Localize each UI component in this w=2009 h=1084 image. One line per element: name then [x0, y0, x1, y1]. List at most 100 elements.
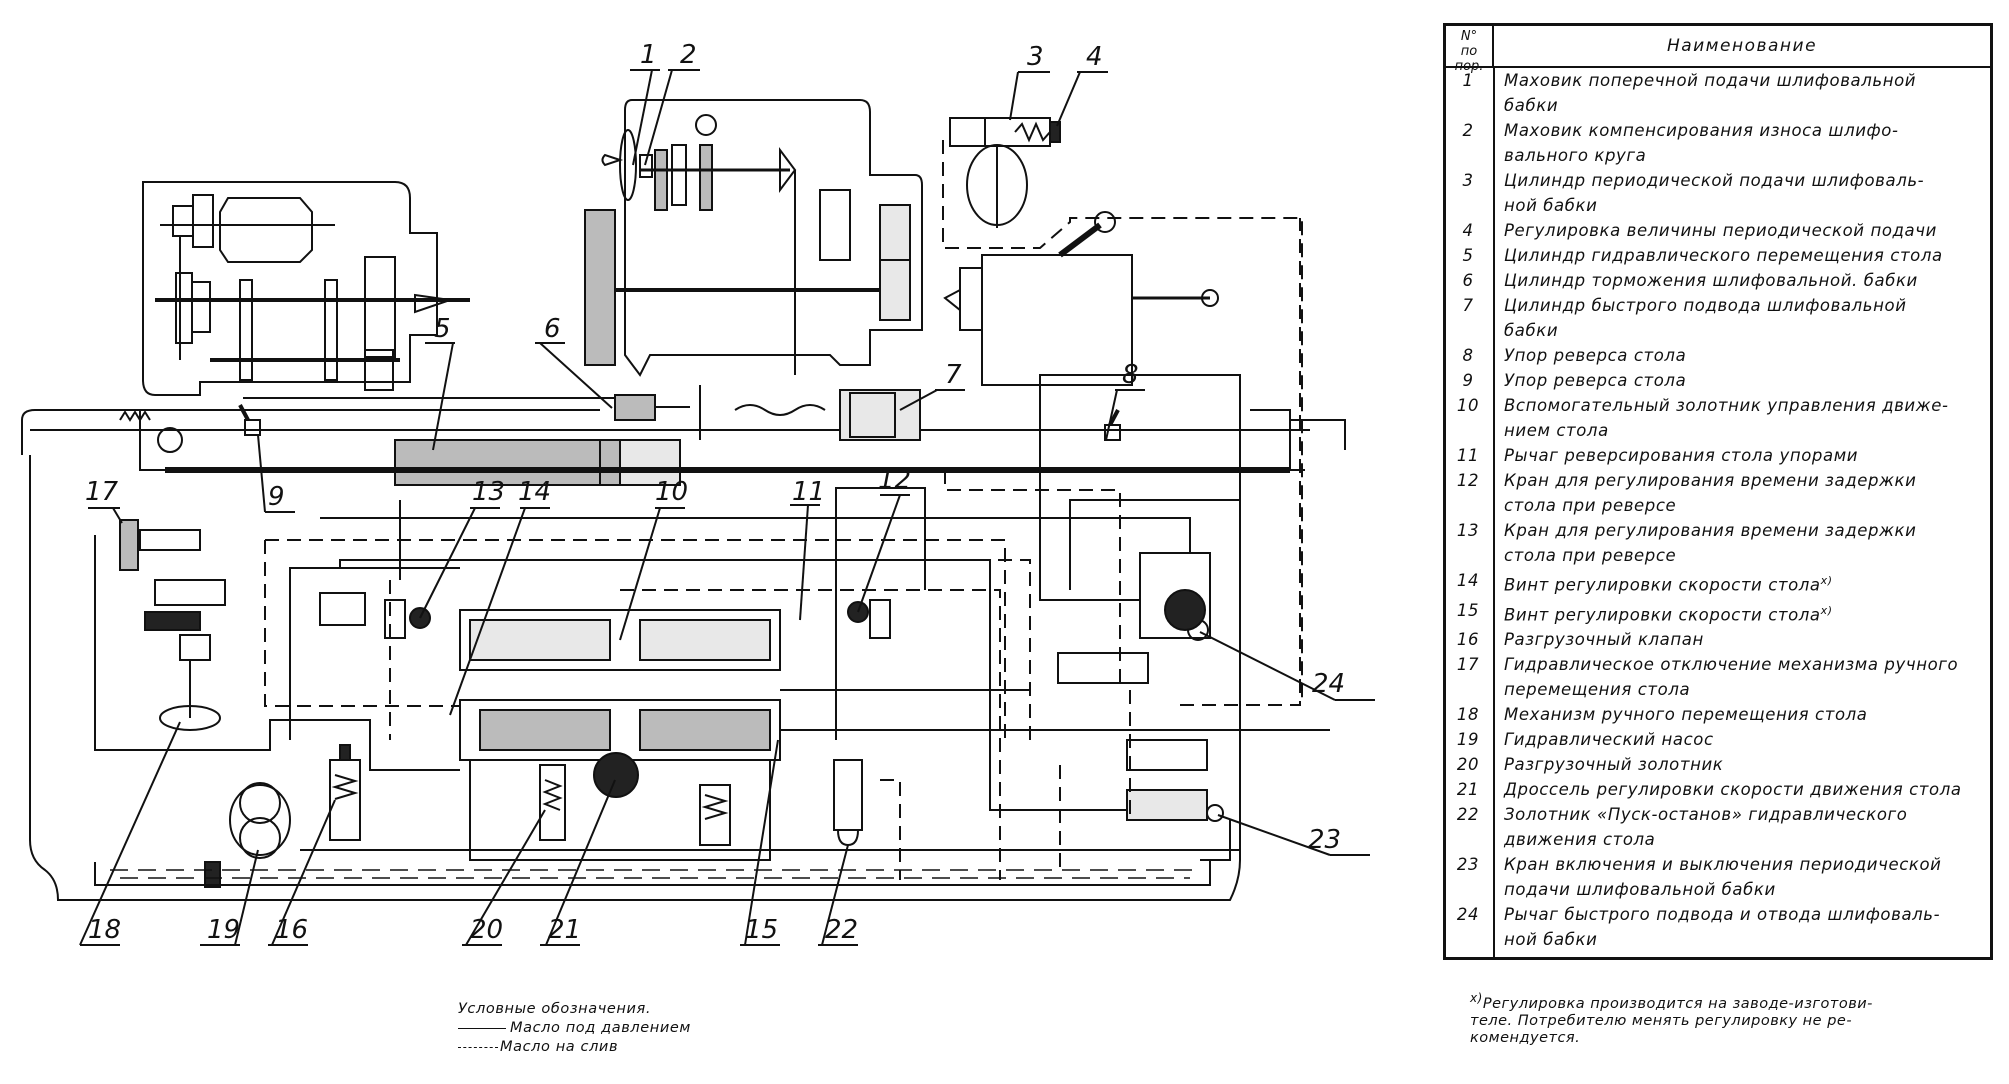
column-divider	[1493, 68, 1495, 957]
row-name: Цилиндр периодической подачи шлифоваль- …	[1494, 168, 1990, 218]
headstock	[142, 181, 650, 399]
oil-reservoir	[29, 455, 1241, 901]
row-number: 13	[1456, 521, 1480, 540]
callout-18: 18	[88, 915, 121, 945]
table-row: 6 Цилиндр торможения шлифовальной. бабки	[1446, 268, 1990, 293]
callout-6: 6	[544, 314, 561, 344]
row-name-text: Механизм ручного перемещения стола	[1504, 705, 1868, 724]
callout-3: 3	[1027, 42, 1044, 72]
callout-7: 7	[945, 360, 962, 390]
pressure-lines	[94, 374, 1330, 861]
row-name: Упор реверса стола	[1494, 368, 1990, 393]
row-number: 14	[1456, 571, 1480, 590]
leader-lines	[79, 69, 1375, 946]
row-name-text: Цилиндр гидравлического перемещения стол…	[1504, 246, 1943, 265]
row-number: 4	[1462, 221, 1474, 240]
row-name: Кран для регулирования времени задержки …	[1494, 518, 1990, 568]
table-row: 24 Рычаг быстрого подвода и отвода шлифов…	[1446, 902, 1990, 952]
legend-title: Условные обозначения.	[458, 1001, 652, 1017]
callout-17: 17	[85, 477, 119, 507]
row-name: Вспомогательный золотник управления движ…	[1494, 393, 1990, 443]
footnote-mark: х)	[1820, 574, 1833, 587]
row-name-text: Упор реверса стола	[1504, 371, 1687, 390]
row-name: Дроссель регулировки скорости движения с…	[1494, 777, 1990, 802]
row-number: 5	[1462, 246, 1474, 265]
hydraulic-panel	[119, 519, 1224, 888]
row-number: 24	[1456, 905, 1480, 924]
callout-10: 10	[655, 477, 688, 507]
row-name-text: Цилиндр периодической подачи шлифоваль- …	[1504, 171, 1925, 215]
row-name-text: Разгрузочный клапан	[1504, 630, 1704, 649]
legend-item-pressure: Масло под давлением	[458, 1019, 691, 1038]
table-row: 13 Кран для регулирования времени задержк…	[1446, 518, 1990, 568]
row-name-text: Маховик поперечной подачи шлифовальной б…	[1504, 71, 1917, 115]
periodic-feed-cylinder	[942, 117, 1303, 700]
row-number: 7	[1462, 296, 1474, 315]
legend-label: Масло на слив	[500, 1039, 619, 1055]
row-name-text: Кран включения и выключения периодическо…	[1504, 855, 1942, 899]
callout-21: 21	[548, 915, 581, 945]
row-number: 8	[1462, 346, 1474, 365]
row-name-text: Регулировка величины периодической подач…	[1504, 221, 1937, 240]
legend-item-drain: Масло на слив	[458, 1038, 691, 1057]
row-number: 1	[1462, 71, 1474, 90]
table-row: 16 Разгрузочный клапан	[1446, 627, 1990, 652]
callout-2: 2	[680, 40, 697, 70]
footnote: х)Регулировка производится на заводе-изг…	[1470, 990, 1990, 1047]
footnote-text: Регулировка производится на заводе-изгот…	[1470, 995, 1873, 1046]
row-name: Рычаг быстрого подвода и отвода шлифовал…	[1494, 902, 1990, 952]
row-name-text: Золотник «Пуск-останов» гидравлического …	[1504, 805, 1908, 849]
callouts: 1 2 3 4 5 6 7 8 9 10 11 12 13 14 15 16 1…	[85, 40, 1345, 945]
row-name: Рычаг реверсирования стола упорами	[1494, 443, 1990, 468]
row-name-text: Дроссель регулировки скорости движения с…	[1504, 780, 1962, 799]
table-rows: 1 Маховик поперечной подачи шлифовальной …	[1446, 68, 1990, 952]
row-number: 17	[1456, 655, 1480, 674]
row-name-text: Рычаг реверсирования стола упорами	[1504, 446, 1859, 465]
row-name-text: Винт регулировки скорости стола	[1504, 605, 1821, 624]
callout-20: 20	[470, 915, 503, 945]
table-row: 4 Регулировка величины периодической пода…	[1446, 218, 1990, 243]
table-row: 8 Упор реверса стола	[1446, 343, 1990, 368]
row-number: 16	[1456, 630, 1480, 649]
callout-1: 1	[640, 40, 657, 70]
callout-23: 23	[1308, 825, 1341, 855]
row-name-text: Вспомогательный золотник управления движ…	[1504, 396, 1949, 440]
machine-table	[21, 385, 1346, 486]
callout-13: 13	[472, 477, 505, 507]
grinding-head	[584, 99, 923, 377]
tailstock	[943, 211, 1219, 386]
row-name-text: Цилиндр торможения шлифовальной. бабки	[1504, 271, 1918, 290]
row-number: 9	[1462, 371, 1474, 390]
table-body: 1 Маховик поперечной подачи шлифовальной …	[1446, 68, 1990, 957]
row-number: 20	[1456, 755, 1480, 774]
row-number: 10	[1456, 396, 1480, 415]
row-name: Маховик компенсирования износа шлифо- ва…	[1494, 118, 1990, 168]
dashed-line-swatch	[458, 1047, 498, 1048]
row-name: Упор реверса стола	[1494, 343, 1990, 368]
hydraulic-schematic: 1 2 3 4 5 6 7 8 9 10 11 12 13 14 15 16 1…	[21, 40, 1375, 946]
row-name-text: Разгрузочный золотник	[1504, 755, 1724, 774]
header-number-line1: N°	[1460, 29, 1478, 44]
row-name-text: Винт регулировки скорости стола	[1504, 575, 1821, 595]
row-number: 6	[1462, 271, 1474, 290]
header-name: Наименование	[1666, 36, 1818, 56]
callout-8: 8	[1122, 360, 1139, 390]
row-name: Кран включения и выключения периодическо…	[1494, 852, 1990, 902]
row-number: 15	[1456, 600, 1480, 620]
row-name-text: Маховик компенсирования износа шлифо- ва…	[1504, 121, 1899, 165]
table-row: 20 Разгрузочный золотник	[1446, 752, 1990, 777]
row-number: 3	[1462, 171, 1474, 190]
callout-5: 5	[434, 314, 451, 344]
row-name: Кран для регулирования времени задержки …	[1494, 468, 1990, 518]
row-name-text: Рычаг быстрого подвода и отвода шлифовал…	[1504, 905, 1941, 949]
row-name-text: Упор реверса стола	[1504, 346, 1687, 365]
row-number: 23	[1456, 855, 1480, 874]
drain-lines	[264, 218, 1301, 880]
